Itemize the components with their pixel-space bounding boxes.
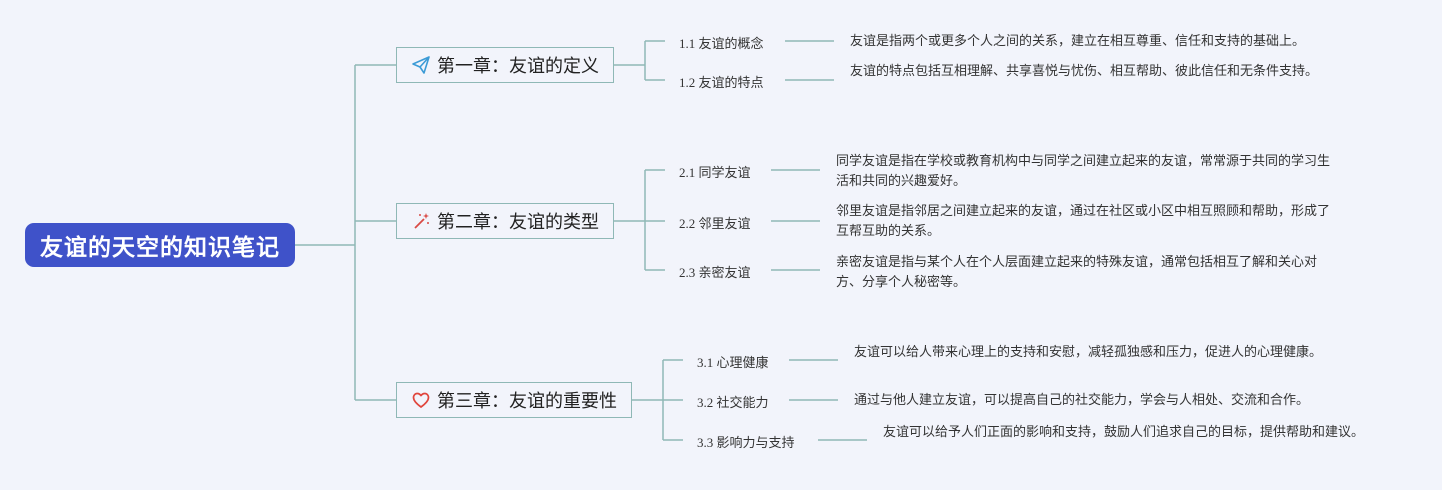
section-description: 友谊可以给予人们正面的影响和支持，鼓励人们追求自己的目标，提供帮助和建议。	[883, 424, 1365, 439]
section-label[interactable]: 3.2 社交能力	[697, 395, 769, 410]
chapter-node-importance[interactable]: 第三章：友谊的重要性	[396, 382, 632, 418]
root-title: 友谊的天空的知识笔记	[40, 234, 280, 260]
chapter-title: 第三章：友谊的重要性	[437, 391, 617, 411]
section-description: 友谊的特点包括互相理解、共享喜悦与忧伤、相互帮助、彼此信任和无条件支持。	[850, 63, 1319, 78]
section-label[interactable]: 3.3 影响力与支持	[697, 435, 795, 450]
section-description: 亲密友谊是指与某个人在个人层面建立起来的特殊友谊，通常包括相互了解和关心对方、分…	[836, 254, 1318, 289]
section-description: 友谊是指两个或更多个人之间的关系，建立在相互尊重、信任和支持的基础上。	[850, 33, 1306, 48]
section-label[interactable]: 1.2 友谊的特点	[679, 75, 764, 90]
heart-icon	[411, 390, 431, 410]
chapter-title: 第二章：友谊的类型	[437, 212, 599, 232]
section-description: 通过与他人建立友谊，可以提高自己的社交能力，学会与人相处、交流和合作。	[854, 392, 1310, 407]
section-description: 邻里友谊是指邻居之间建立起来的友谊，通过在社区或小区中相互照顾和帮助，形成了互帮…	[836, 203, 1331, 238]
paper-plane-icon	[411, 55, 431, 75]
magic-wand-icon	[411, 211, 431, 231]
root-node[interactable]: 友谊的天空的知识笔记	[25, 223, 295, 267]
section-label[interactable]: 2.2 邻里友谊	[679, 216, 751, 231]
section-label[interactable]: 2.3 亲密友谊	[679, 265, 751, 280]
chapter-title: 第一章：友谊的定义	[437, 56, 599, 76]
section-description: 同学友谊是指在学校或教育机构中与同学之间建立起来的友谊，常常源于共同的学习生活和…	[836, 153, 1331, 188]
section-description: 友谊可以给人带来心理上的支持和安慰，减轻孤独感和压力，促进人的心理健康。	[854, 344, 1323, 359]
section-label[interactable]: 1.1 友谊的概念	[679, 36, 764, 51]
section-label[interactable]: 2.1 同学友谊	[679, 165, 751, 180]
chapter-node-definition[interactable]: 第一章：友谊的定义	[396, 47, 614, 83]
chapter-node-types[interactable]: 第二章：友谊的类型	[396, 203, 614, 239]
section-label[interactable]: 3.1 心理健康	[697, 355, 769, 370]
